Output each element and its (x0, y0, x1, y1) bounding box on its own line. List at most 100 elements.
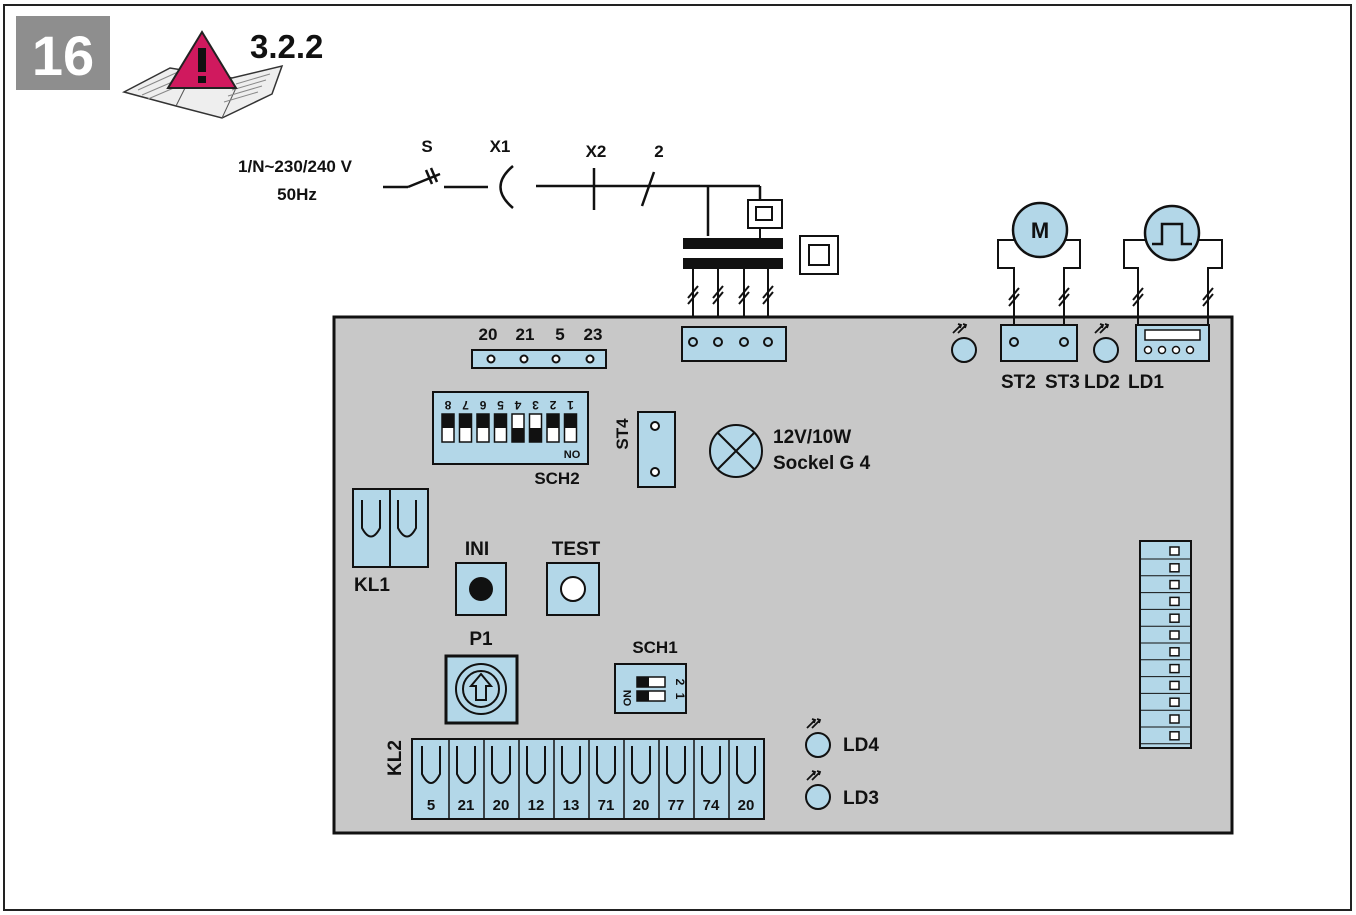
test-label: TEST (552, 539, 601, 560)
terminal-top-label: 23 (584, 325, 603, 344)
kl2-terminal-number: 71 (598, 797, 615, 814)
sch2-switch[interactable] (476, 413, 490, 443)
kl2-terminal (728, 739, 756, 819)
supply-frequency: 50Hz (277, 185, 317, 204)
kl2-terminal-number: 5 (427, 797, 435, 814)
kl2-terminal-number: 74 (703, 797, 720, 814)
manual-warning-icon (121, 30, 284, 119)
motor-label: M (1031, 218, 1049, 243)
kl2-terminal (553, 739, 581, 819)
side-connector-pin (1140, 697, 1191, 711)
side-connector-pin (1140, 546, 1191, 560)
sch1-label: SCH1 (632, 638, 677, 657)
sch2-label: SCH2 (534, 469, 579, 488)
sch2-switch[interactable] (493, 413, 508, 443)
side-connector-pin (1140, 647, 1191, 661)
sch2-switch[interactable] (528, 413, 543, 443)
st2-connector (1000, 324, 1078, 362)
side-connector-pin (1140, 563, 1191, 577)
ld1-connector (1135, 324, 1210, 362)
st3-label: ST3 (1045, 372, 1080, 393)
sch1-dip-switch[interactable] (614, 663, 687, 714)
kl2-label: KL2 (385, 740, 406, 776)
side-connector-strip (1139, 540, 1192, 749)
kl2-terminal-strip (411, 738, 765, 820)
figure-number-badge (16, 16, 110, 90)
sch2-switch[interactable] (563, 413, 578, 443)
sch1-number-1: 1 (673, 693, 687, 700)
kl2-terminal-number: 20 (493, 797, 510, 814)
pulse-sensor-icon (1123, 204, 1223, 336)
kl2-terminal-number: 21 (458, 797, 475, 814)
motor-icon: M (997, 201, 1081, 336)
led-icon (805, 770, 831, 810)
wire-count-label: 2 (654, 142, 663, 161)
p1-label: P1 (469, 629, 493, 650)
terminal-top-label: 21 (516, 325, 535, 344)
plug-label: X1 (490, 137, 511, 156)
transformer-symbol (799, 235, 839, 275)
terminal-top-strip (471, 349, 607, 369)
lamp-socket: Sockel G 4 (773, 453, 871, 474)
side-connector-pin (1140, 613, 1191, 627)
sch1-on-label: ON (622, 690, 634, 707)
plug-symbol (499, 165, 514, 209)
kl2-terminal-number: 13 (563, 797, 580, 814)
kl2-terminal-number: 77 (668, 797, 685, 814)
kl2-terminal (623, 739, 651, 819)
supply-voltage: 1/N~230/240 V (238, 157, 353, 176)
p1-potentiometer[interactable] (444, 654, 519, 725)
sch2-switch[interactable] (546, 413, 560, 443)
st4-connector (637, 411, 676, 488)
reference-number: 3.2.2 (250, 28, 323, 65)
ini-button[interactable] (455, 562, 507, 616)
st4-label: ST4 (613, 418, 632, 450)
switch-label: S (421, 137, 432, 156)
kl2-terminal (448, 739, 476, 819)
side-connector-pin (1140, 731, 1191, 745)
transformer-core (683, 238, 783, 269)
sch2-on-label: NO (564, 449, 581, 461)
kl2-terminal (658, 739, 686, 819)
test-button[interactable] (546, 562, 600, 616)
main-line (536, 168, 762, 236)
figure-number: 16 (32, 24, 94, 87)
sch2-number: 6 (479, 398, 486, 412)
kl2-terminal-number: 20 (633, 797, 650, 814)
ld2-label: LD2 (1084, 372, 1120, 393)
sch2-switch[interactable] (458, 413, 473, 443)
sch2-number: 5 (497, 398, 504, 412)
side-connector-pin (1140, 680, 1191, 694)
sch1-number-2: 2 (673, 679, 687, 686)
sch2-number: 1 (567, 398, 574, 412)
fuse-symbol (747, 199, 783, 240)
side-connector-pin (1140, 579, 1191, 594)
sch2-number: 7 (462, 398, 469, 412)
ld1-label: LD1 (1128, 372, 1164, 393)
kl2-terminal (518, 739, 546, 819)
side-connector-pin (1140, 663, 1191, 678)
kl2-terminal (421, 746, 441, 784)
led-icon (1093, 323, 1119, 363)
kl1-terminal (352, 488, 429, 568)
sch2-switch[interactable] (511, 413, 525, 443)
ini-label: INI (465, 539, 489, 560)
lamp-icon (709, 424, 763, 478)
side-connector-pin (1140, 630, 1191, 644)
sch2-number: 4 (514, 398, 521, 412)
sch2-number: 2 (549, 398, 556, 412)
kl2-terminal-number: 20 (738, 797, 755, 814)
side-connector-pin (1140, 596, 1191, 610)
sch2-number: 3 (532, 398, 539, 412)
sch2-dip-switch[interactable] (432, 391, 589, 465)
st2-label: ST2 (1001, 372, 1036, 393)
kl1-label: KL1 (354, 575, 390, 596)
terminal-top-label: 5 (555, 325, 564, 344)
terminal-top-label: 20 (479, 325, 498, 344)
side-connector-pin (1140, 714, 1191, 728)
ld4-label: LD4 (843, 735, 879, 756)
kl2-terminal (693, 739, 721, 819)
sch2-switch[interactable] (441, 413, 455, 443)
transformer-connector (681, 326, 787, 362)
